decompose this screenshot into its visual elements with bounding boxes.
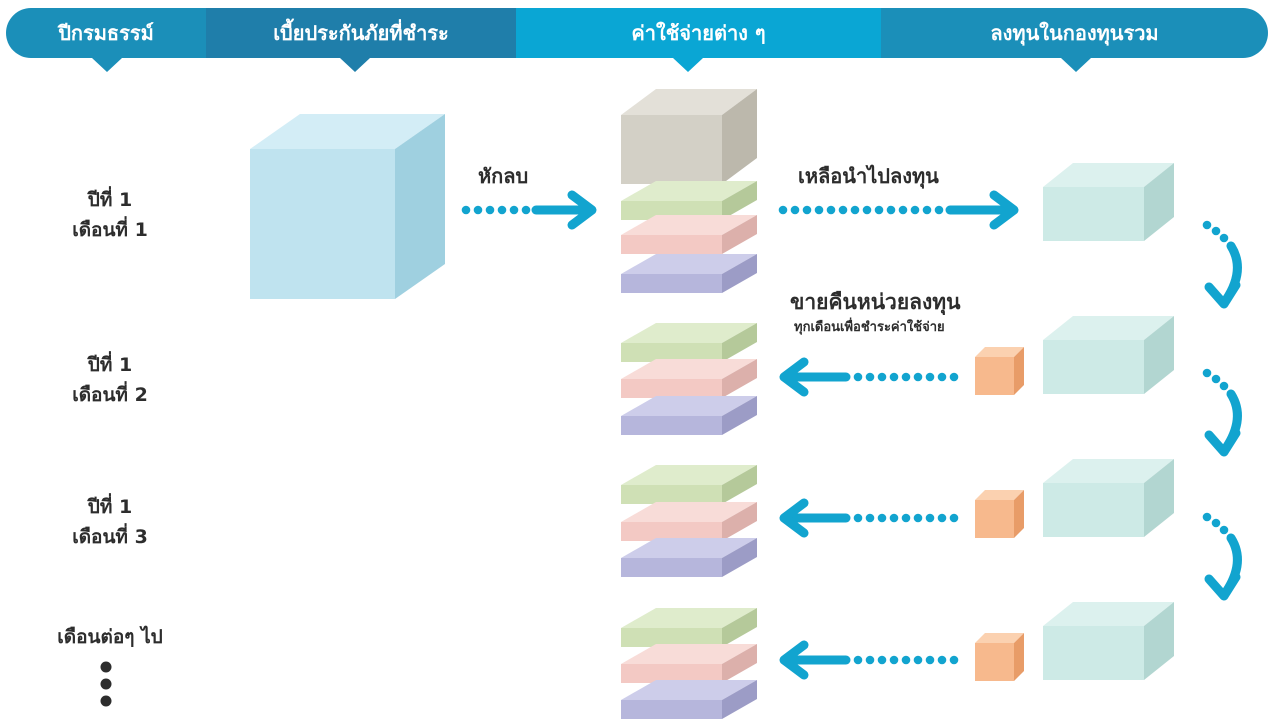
row-label-1: ปีที่ 1 เดือนที่ 1 [20, 185, 200, 245]
fund-box-row-4 [1043, 602, 1174, 680]
expense-stack-row-2 [621, 323, 757, 435]
fund-box-row-1 [1043, 163, 1174, 241]
expense-stack-row-1 [621, 89, 757, 293]
row-label-3: ปีที่ 1 เดือนที่ 3 [20, 492, 200, 552]
row-label-4: เดือนต่อๆ ไป [20, 622, 200, 652]
row-3-month: เดือนที่ 3 [72, 526, 148, 548]
header-col-policy-year: ปีกรมธรรม์ [58, 21, 154, 45]
expense-stack-row-4 [621, 608, 757, 719]
header-bar: ปีกรมธรรม์ เบี้ยประกันภัยที่ชำระ ค่าใช้จ… [6, 8, 1268, 72]
redeem-unit-cube-row-4 [975, 633, 1024, 681]
deduct-label: หักลบ [478, 164, 529, 188]
header-col-fund: ลงทุนในกองทุนรวม [990, 21, 1159, 45]
gray-box [621, 89, 757, 184]
header-shape [6, 8, 1268, 72]
header-col-expenses: ค่าใช้จ่ายต่าง ๆ [631, 21, 766, 45]
redeem-arrow-row-3 [779, 498, 959, 538]
carry-over-arrow-1 [1202, 220, 1242, 309]
redeem-sub-label: ทุกเดือนเพื่อชำระค่าใช้จ่าย [794, 320, 945, 335]
row-label-2: ปีที่ 1 เดือนที่ 2 [20, 350, 200, 410]
deduct-arrow [461, 190, 597, 230]
carry-over-arrow-3 [1202, 512, 1242, 601]
expense-stack-row-3 [621, 465, 757, 577]
row-3-year: ปีที่ 1 [87, 496, 133, 518]
fund-box-row-2 [1043, 316, 1174, 394]
row-2-year: ปีที่ 1 [87, 354, 133, 376]
redeem-arrow-row-4 [779, 640, 959, 680]
redeem-unit-cube-row-2 [975, 347, 1024, 395]
header-col-premium: เบี้ยประกันภัยที่ชำระ [273, 21, 449, 45]
continuation-dots [100, 661, 112, 707]
premium-box [250, 114, 445, 299]
row-1-month: เดือนที่ 1 [72, 219, 148, 241]
redeem-unit-cube-row-3 [975, 490, 1024, 538]
redeem-arrow-row-2 [779, 357, 959, 397]
redeem-label: ขายคืนหน่วยลงทุน [790, 290, 961, 314]
row-1-year: ปีที่ 1 [87, 189, 133, 211]
row-2-month: เดือนที่ 2 [72, 384, 148, 406]
fund-box-row-3 [1043, 459, 1174, 537]
carry-over-arrow-2 [1202, 368, 1242, 457]
invest-arrow [778, 190, 1019, 230]
row-4-label: เดือนต่อๆ ไป [57, 626, 163, 648]
remaining-invest-label: เหลือนำไปลงทุน [798, 164, 939, 188]
